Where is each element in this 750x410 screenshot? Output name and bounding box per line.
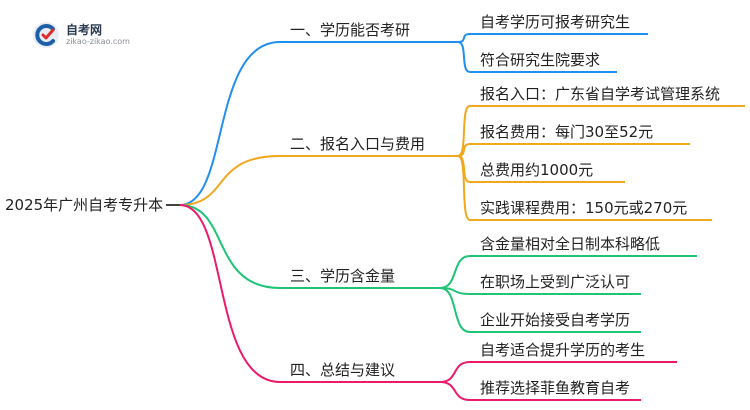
logo-domain: zikao-zikao.com bbox=[66, 37, 130, 46]
branch-curve bbox=[179, 204, 281, 289]
leaf-curve bbox=[457, 155, 471, 221]
leaf-curve bbox=[439, 287, 471, 333]
leaf-label: 总费用约1000元 bbox=[480, 161, 594, 179]
leaf-curve bbox=[439, 255, 471, 289]
leaf-curve bbox=[457, 33, 471, 43]
branch-curve bbox=[179, 204, 281, 383]
leaf-label: 符合研究生院要求 bbox=[480, 51, 601, 69]
leaf-label: 报名入口：广东省自学考试管理系统 bbox=[480, 85, 721, 103]
logo-name: 自考网 bbox=[66, 23, 103, 37]
zikao-logo-icon bbox=[33, 22, 59, 48]
leaf-label: 企业开始接受自考学历 bbox=[480, 311, 631, 329]
branch-label: 三、学历含金量 bbox=[290, 267, 396, 285]
mindmap-root: 2025年广州自考专升本 bbox=[5, 196, 164, 214]
leaf-curve bbox=[457, 41, 471, 73]
leaf-label: 自考适合提升学历的考生 bbox=[480, 341, 646, 359]
leaf-label: 推荐选择菲鱼教育自考 bbox=[480, 379, 631, 397]
branch-label: 二、报名入口与费用 bbox=[290, 135, 426, 153]
branch-curve bbox=[179, 155, 281, 206]
leaf-curve bbox=[439, 361, 471, 383]
branch-label: 四、总结与建议 bbox=[290, 361, 396, 379]
leaf-curve bbox=[439, 381, 471, 401]
leaf-label: 自考学历可报考研究生 bbox=[480, 13, 631, 31]
leaf-label: 含金量相对全日制本科略低 bbox=[480, 235, 661, 253]
site-logo: 自考网 zikao-zikao.com bbox=[32, 20, 142, 50]
leaf-label: 在职场上受到广泛认可 bbox=[480, 273, 631, 291]
branch-label: 一、学历能否考研 bbox=[290, 21, 411, 39]
leaf-curve bbox=[457, 105, 471, 157]
leaf-label: 实践课程费用：150元或270元 bbox=[480, 199, 688, 217]
branch-curve bbox=[179, 41, 281, 206]
leaf-label: 报名费用：每门30至52元 bbox=[480, 123, 654, 141]
